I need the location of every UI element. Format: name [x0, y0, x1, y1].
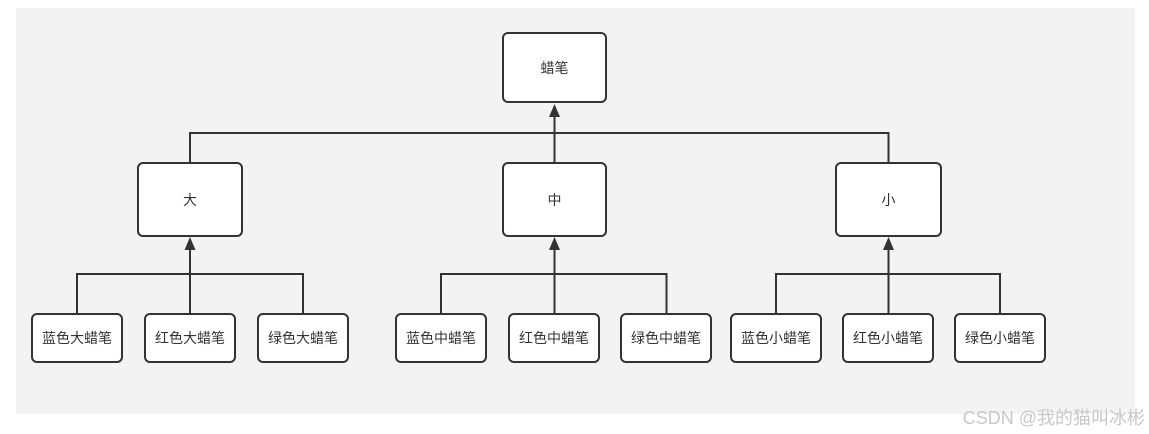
node-green-medium-crayon: 绿色中蜡笔: [620, 313, 712, 363]
node-medium: 中: [502, 162, 607, 237]
arrowhead-root: [549, 104, 560, 117]
node-small: 小: [835, 162, 942, 237]
node-green-small-crayon: 绿色小蜡笔: [954, 313, 1046, 363]
edge-group-large-children: [76, 237, 304, 313]
arrowhead-small: [883, 237, 894, 250]
node-red-medium-crayon: 红色中蜡笔: [508, 313, 600, 363]
edge-group-medium-children: [440, 237, 668, 313]
node-green-large-crayon: 绿色大蜡笔: [257, 313, 349, 363]
node-large: 大: [137, 162, 243, 237]
edge-group-small-children: [775, 237, 1001, 313]
csdn-watermark: CSDN @我的猫叫冰彬: [962, 408, 1145, 428]
arrowhead-medium: [549, 237, 560, 250]
node-blue-large-crayon: 蓝色大蜡笔: [31, 313, 123, 363]
node-crayon: 蜡笔: [502, 32, 607, 103]
edge-group-root-to-sizes: [189, 104, 890, 162]
node-red-large-crayon: 红色大蜡笔: [144, 313, 236, 363]
node-red-small-crayon: 红色小蜡笔: [842, 313, 934, 363]
arrowhead-large: [184, 237, 196, 250]
bus-root: [189, 132, 890, 162]
node-blue-medium-crayon: 蓝色中蜡笔: [395, 313, 487, 363]
node-blue-small-crayon: 蓝色小蜡笔: [730, 313, 822, 363]
